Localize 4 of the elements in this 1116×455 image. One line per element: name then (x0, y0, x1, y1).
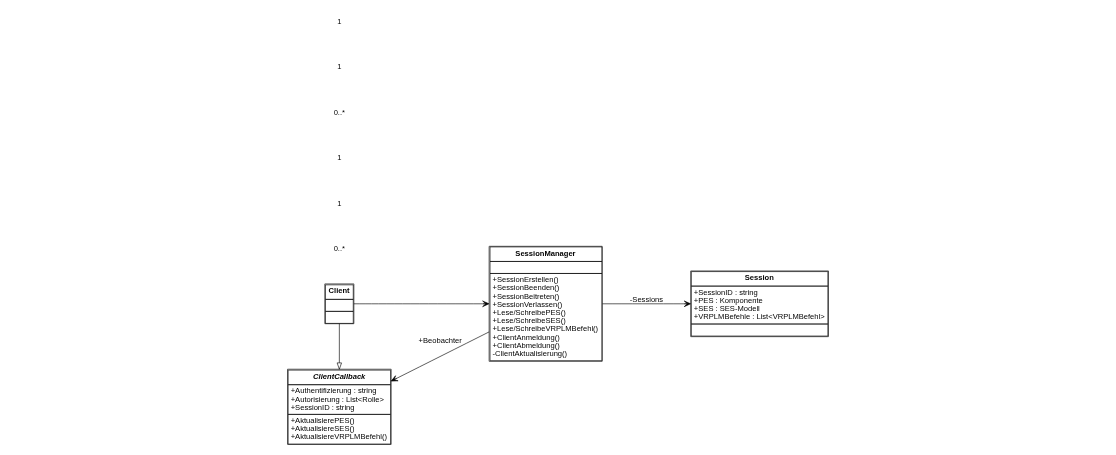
arrow (336, 323, 342, 370)
arrow (390, 331, 490, 382)
arrow (602, 300, 691, 307)
arrow (353, 300, 490, 307)
